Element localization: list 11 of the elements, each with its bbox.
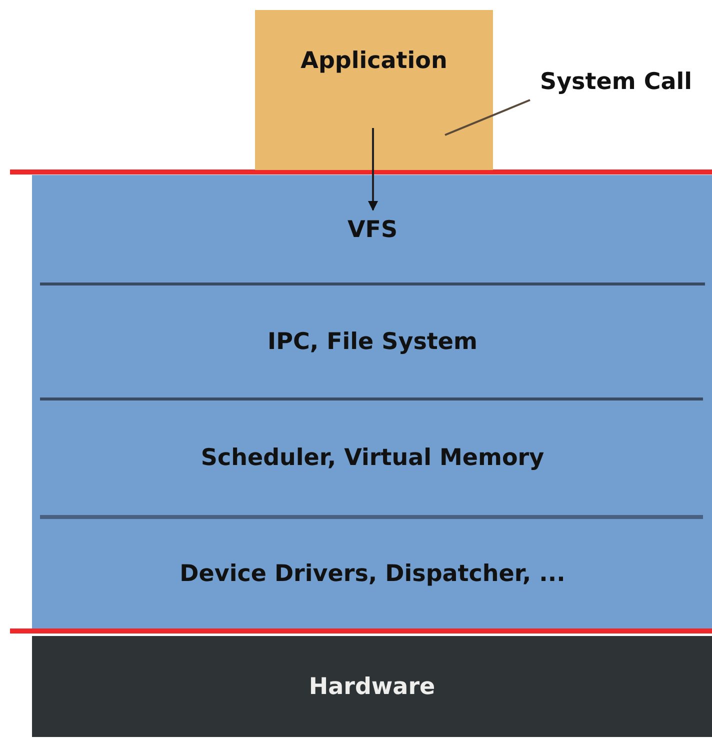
layer-label: Application: [300, 48, 448, 74]
layer-label: VFS: [347, 217, 398, 243]
layer-label: Scheduler, Virtual Memory: [200, 445, 544, 471]
layer-label: Hardware: [308, 674, 436, 700]
hardware-band: [32, 636, 712, 737]
application-box: [255, 10, 493, 170]
layer-label: IPC, File System: [268, 329, 478, 355]
leader-line: [444, 99, 530, 136]
callout-text: System Call: [540, 69, 692, 95]
arrow: [368, 128, 378, 211]
layer-label: Device Drivers, Dispatcher, ...: [180, 561, 566, 587]
